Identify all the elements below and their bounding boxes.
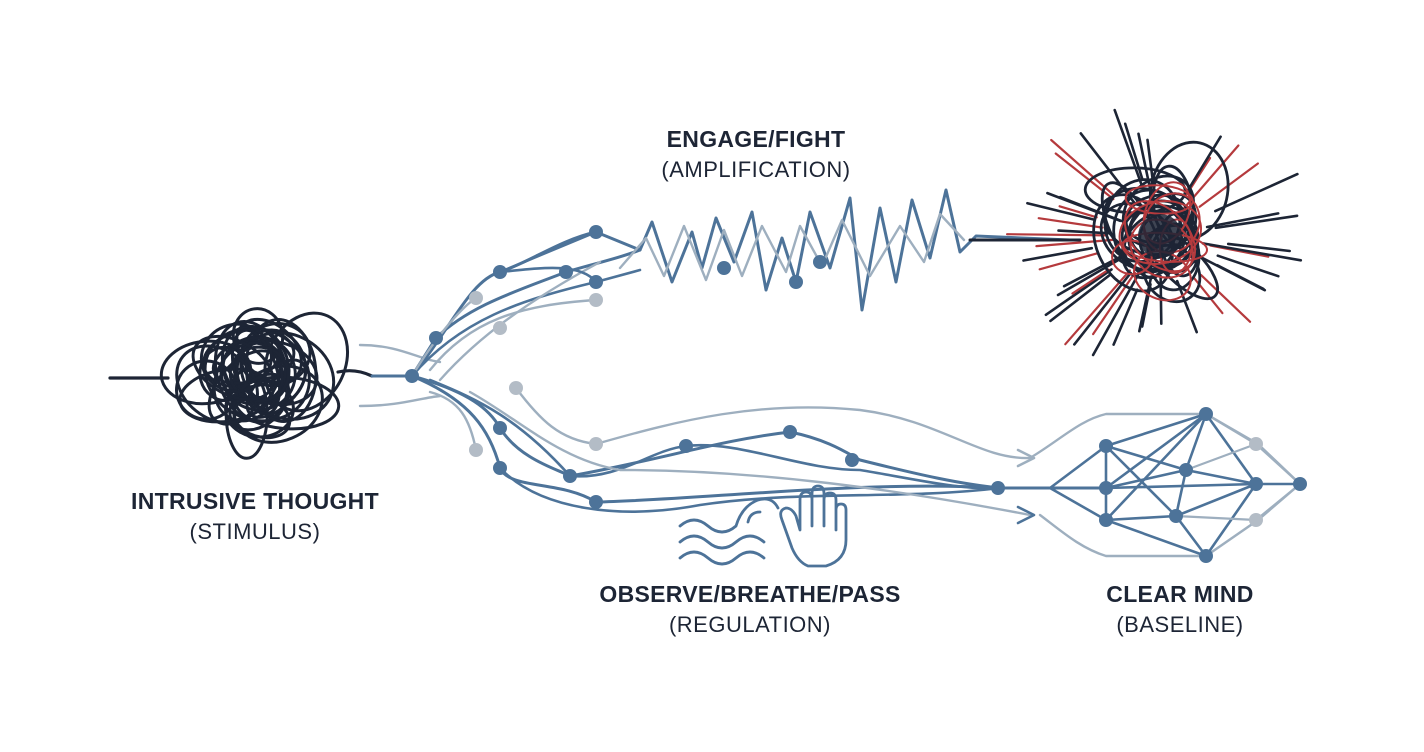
engage-label: ENGAGE/FIGHT (AMPLIFICATION) bbox=[606, 126, 906, 183]
burst-ray bbox=[1091, 268, 1142, 357]
burst-ray bbox=[1226, 242, 1291, 253]
burst-ray bbox=[1123, 122, 1144, 181]
engage-subtitle: (AMPLIFICATION) bbox=[661, 157, 851, 182]
burst-ray bbox=[1050, 138, 1115, 197]
burst-ray bbox=[1037, 217, 1104, 229]
burst-ray bbox=[1056, 256, 1123, 297]
burst-ray bbox=[1201, 242, 1303, 262]
burst-ray bbox=[1049, 273, 1111, 323]
stimulus-label: INTRUSIVE THOUGHT (STIMULUS) bbox=[110, 488, 400, 545]
burst-ray bbox=[1199, 274, 1252, 323]
burst-ray bbox=[1026, 201, 1095, 221]
burst-ray bbox=[1187, 135, 1222, 191]
scribble-loop bbox=[1099, 202, 1176, 271]
wave-icon bbox=[678, 497, 780, 566]
burst-ray bbox=[1113, 108, 1143, 186]
hand-icon bbox=[779, 484, 848, 568]
scribble-loop bbox=[1124, 184, 1194, 215]
burst-ray bbox=[1214, 214, 1299, 230]
scribble-loop bbox=[228, 345, 290, 403]
burst-ray bbox=[1112, 288, 1139, 346]
agitation-burst-icon bbox=[1005, 108, 1303, 357]
stimulus-title: INTRUSIVE THOUGHT bbox=[131, 488, 379, 514]
burst-ray bbox=[1035, 238, 1114, 248]
baseline-subtitle: (BASELINE) bbox=[1116, 612, 1244, 637]
scribble-loop bbox=[159, 339, 253, 406]
scribble-loop bbox=[191, 334, 275, 401]
tangled-thought-icon bbox=[108, 307, 374, 460]
burst-core bbox=[1138, 214, 1182, 258]
burst-ray bbox=[1005, 233, 1108, 237]
baseline-label: CLEAR MIND (BASELINE) bbox=[1060, 581, 1300, 638]
branch-paths bbox=[358, 188, 1102, 525]
stimulus-subtitle: (STIMULUS) bbox=[189, 519, 321, 544]
burst-ray bbox=[1214, 172, 1299, 213]
clear-network-icon bbox=[998, 407, 1307, 563]
burst-ray bbox=[1058, 205, 1098, 219]
burst-ray bbox=[1216, 254, 1280, 278]
engage-title: ENGAGE/FIGHT bbox=[666, 126, 846, 152]
burst-ray bbox=[1091, 271, 1137, 336]
regulation-subtitle: (REGULATION) bbox=[668, 612, 832, 637]
burst-ray bbox=[1044, 268, 1113, 317]
baseline-title: CLEAR MIND bbox=[1106, 581, 1254, 607]
burst-ray bbox=[1205, 212, 1280, 229]
regulation-title: OBSERVE/BREATHE/PASS bbox=[599, 581, 901, 607]
burst-ray bbox=[1046, 191, 1122, 223]
burst-ray bbox=[1071, 268, 1110, 295]
scribble-loop bbox=[244, 318, 318, 423]
burst-ray bbox=[1062, 253, 1125, 288]
scribble-loop bbox=[175, 344, 259, 425]
burst-ray bbox=[1038, 252, 1099, 271]
scribble-loop bbox=[1111, 239, 1153, 276]
regulation-label: OBSERVE/BREATHE/PASS (REGULATION) bbox=[560, 581, 940, 638]
burst-ray bbox=[1022, 246, 1094, 262]
burst-ray bbox=[1215, 263, 1265, 291]
path-nodes bbox=[405, 225, 1005, 509]
scribble-loop bbox=[199, 322, 273, 393]
